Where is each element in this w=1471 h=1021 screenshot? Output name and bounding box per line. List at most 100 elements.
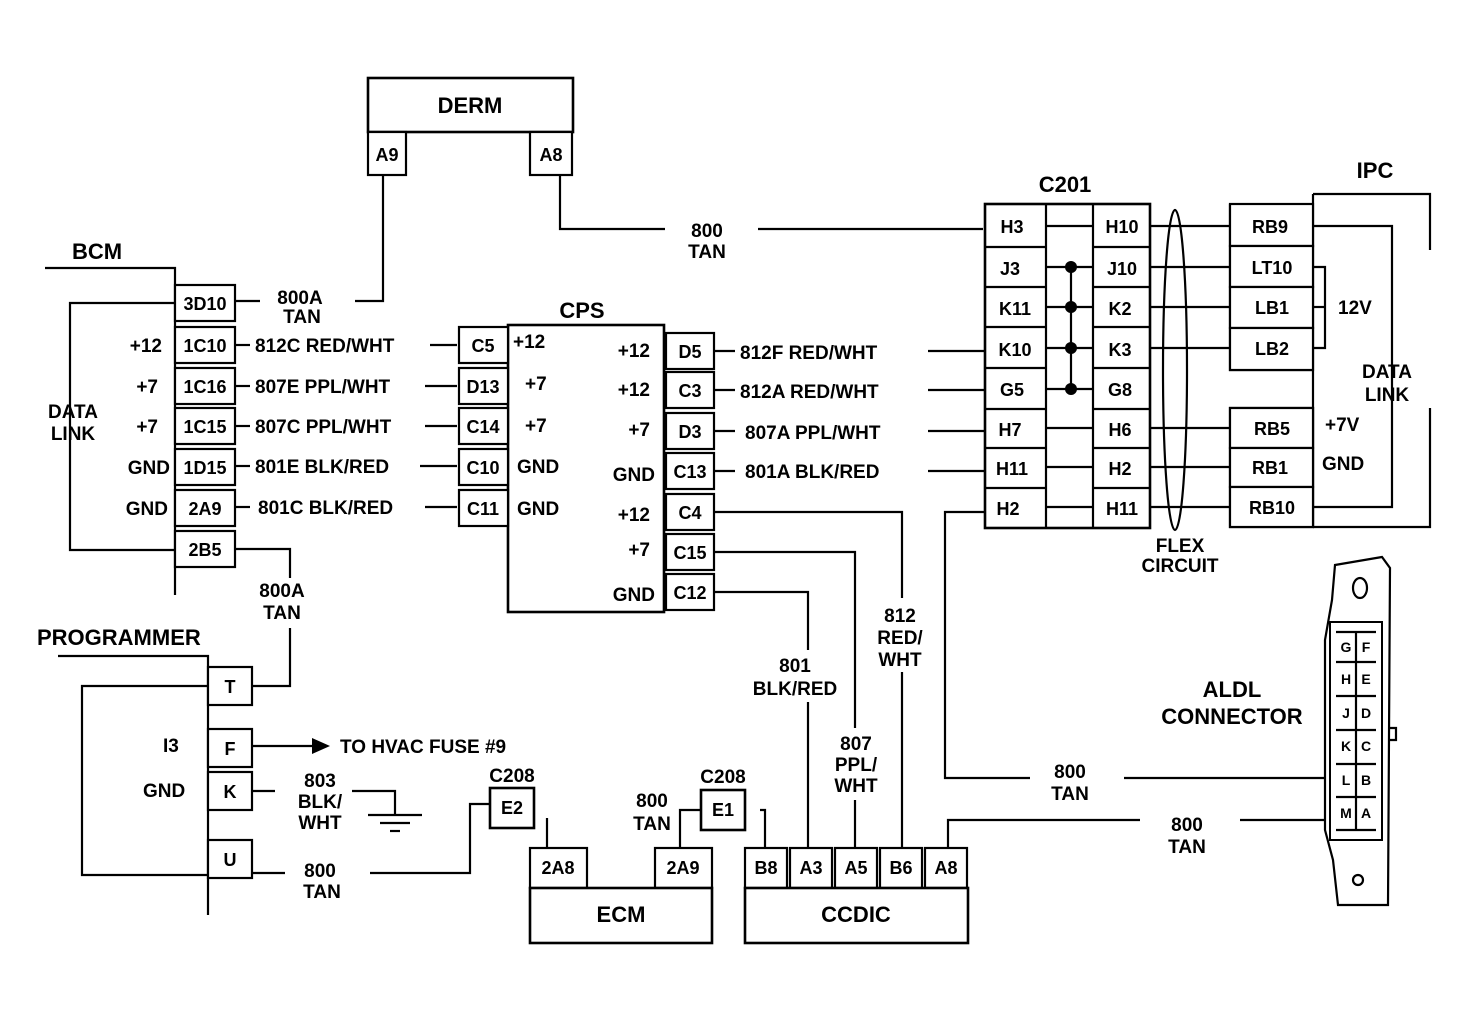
wire-800-aldl-bottom-color: TAN <box>1168 837 1206 858</box>
cps-pin-c10: C10 <box>466 458 499 478</box>
ipc-7v-label: +7V <box>1325 415 1360 436</box>
ipc-pin-lb1: LB1 <box>1255 298 1289 318</box>
cps-label-c5: +12 <box>513 332 545 353</box>
bcm-label-1c16: +7 <box>136 377 158 398</box>
wire-803-label: 803 <box>304 771 336 792</box>
wire-800-derm-label: 800 <box>691 221 723 242</box>
wire-807-color2: WHT <box>834 776 878 797</box>
flex-label: FLEX <box>1156 536 1205 557</box>
wire-800-aldl-top-color: TAN <box>1051 784 1089 805</box>
ecm-pin-2a8: 2A8 <box>541 858 574 878</box>
hole-icon <box>1351 576 1369 600</box>
cps-label-c14: +7 <box>525 416 547 437</box>
c201-pin-k11: K11 <box>999 299 1031 319</box>
wire-801-label: 801 <box>779 656 811 677</box>
ground-icon <box>368 813 422 833</box>
cps-label-c11: GND <box>517 499 559 520</box>
aldl-pin-m: M <box>1340 805 1352 821</box>
wires <box>45 175 1325 915</box>
ipc-gnd-label: GND <box>1322 454 1364 475</box>
wire-812c-label: 812C RED/WHT <box>255 336 395 357</box>
bcm-pins: 3D10 1C10 1C16 1C15 1D15 2A9 2B5 <box>173 283 237 569</box>
programmer-pin-t: T <box>225 677 236 697</box>
aldl-pin-d: D <box>1361 705 1371 721</box>
cps-pin-d5: D5 <box>678 342 701 362</box>
bcm-pin-1c16: 1C16 <box>183 377 226 397</box>
aldl-pin-c: C <box>1361 738 1371 754</box>
ccdic-pin-b8: B8 <box>754 858 777 878</box>
aldl-title: ALDL <box>1203 677 1262 702</box>
wire-807a-label: 807A PPL/WHT <box>745 423 881 444</box>
cps-pin-c3: C3 <box>678 381 701 401</box>
wire-812f-label: 812F RED/WHT <box>740 343 878 364</box>
wire-812a-label: 812A RED/WHT <box>740 382 879 403</box>
c208-left-title: C208 <box>489 766 534 787</box>
wire-800-c208-label: 800 <box>636 791 668 812</box>
bcm-pin-3d10: 3D10 <box>183 294 226 314</box>
c201-pin-g8: G8 <box>1108 380 1132 400</box>
ipc-link-label: LINK <box>1365 385 1410 406</box>
c201-pin-j3: J3 <box>1000 259 1020 279</box>
cps-label-c15: +7 <box>628 540 650 561</box>
cps-label-c12: GND <box>613 585 655 606</box>
splice-dot <box>1065 301 1077 313</box>
wire-807-label: 807 <box>840 734 872 755</box>
hole-icon <box>1351 873 1365 887</box>
wire-800-u-label: 800 <box>304 861 336 882</box>
bcm-data-label: DATA <box>48 402 98 423</box>
c201-connector: C201 H3 J3 K11 K10 G5 H7 H11 H2 H10 J10 … <box>983 172 1152 530</box>
ipc-12v-label: 12V <box>1338 298 1372 319</box>
ipc-pin-rb9: RB9 <box>1252 217 1288 237</box>
wire-807e-label: 807E PPL/WHT <box>255 377 391 398</box>
aldl-pin-f: F <box>1362 639 1371 655</box>
wire-800a-prog-color: TAN <box>263 603 301 624</box>
wire-800a-prog-label: 800A <box>259 581 305 602</box>
wire-807-color1: PPL/ <box>835 755 878 776</box>
bcm-title: BCM <box>72 239 122 264</box>
c201-pin-h10: H10 <box>1105 217 1138 237</box>
programmer-pin-f: F <box>225 739 236 759</box>
programmer-pin-k: K <box>224 782 237 802</box>
cps-title: CPS <box>559 298 604 323</box>
ipc-pin-rb10: RB10 <box>1249 498 1295 518</box>
c208-right-title: C208 <box>700 767 745 788</box>
programmer-pin-u: U <box>224 850 237 870</box>
programmer-module: PROGRAMMER T F K U I3 GND <box>37 625 254 880</box>
c201-pin-h11r: H11 <box>1106 499 1138 519</box>
wire-800-u-color: TAN <box>303 882 341 903</box>
cps-pin-c14: C14 <box>466 417 499 437</box>
flex-circuit-ellipse <box>1161 208 1189 532</box>
derm-pin-a8: A8 <box>539 145 562 165</box>
derm-module: DERM A9 A8 <box>366 76 575 177</box>
wire-812-color2: WHT <box>878 650 922 671</box>
wire-812-label: 812 <box>884 606 916 627</box>
c201-pin-h6: H6 <box>1108 420 1131 440</box>
wire-803-color2: WHT <box>298 813 342 834</box>
c201-pin-k10: K10 <box>998 340 1031 360</box>
ccdic-module: B8 A3 A5 B6 A8 CCDIC <box>743 846 970 945</box>
wire-800-aldl-bottom-label: 800 <box>1171 815 1203 836</box>
ecm-pin-2a9: 2A9 <box>666 858 699 878</box>
c201-pin-g5: G5 <box>1000 380 1024 400</box>
splice-dot <box>1065 342 1077 354</box>
derm-pin-a9: A9 <box>375 145 398 165</box>
cps-pin-c15: C15 <box>673 543 706 563</box>
cps-label-c4: +12 <box>618 505 650 526</box>
c201-pin-k3: K3 <box>1108 340 1131 360</box>
c201-pin-h7: H7 <box>998 420 1021 440</box>
cps-label-d3: +7 <box>628 420 650 441</box>
aldl-pin-k: K <box>1341 738 1351 754</box>
c201-pin-h3: H3 <box>1000 217 1023 237</box>
ipc-title: IPC <box>1357 158 1394 183</box>
cps-pin-c11: C11 <box>467 499 499 519</box>
bcm-pin-1c15: 1C15 <box>183 417 226 437</box>
ecm-title: ECM <box>597 902 646 927</box>
wire-803-color1: BLK/ <box>298 792 343 813</box>
cps-module: CPS C5 D13 C14 C10 C11 +12 +7 +7 GND GND… <box>457 298 716 614</box>
wire-800-aldl-top-label: 800 <box>1054 762 1086 783</box>
bcm-label-1c10: +12 <box>130 336 162 357</box>
aldl-pin-h: H <box>1341 671 1351 687</box>
ccdic-pin-a8: A8 <box>934 858 957 878</box>
bcm-pin-1c10: 1C10 <box>183 336 226 356</box>
wire-801a-label: 801A BLK/RED <box>745 462 879 483</box>
